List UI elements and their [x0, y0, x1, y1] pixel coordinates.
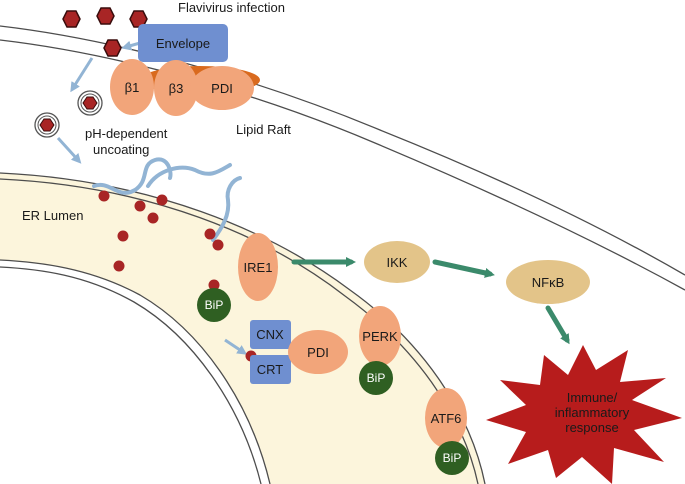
unfolded-protein-dot — [117, 230, 129, 242]
unfolded-protein-dot — [134, 200, 146, 212]
signaling-arrows — [291, 257, 570, 345]
atf6-label: ATF6 — [431, 411, 462, 426]
bip-ire1: BiP — [197, 288, 231, 322]
unfolded-protein-dot — [113, 260, 125, 272]
unfolded-protein-dot — [156, 194, 168, 206]
unfolded-protein-dot — [208, 279, 220, 291]
nfkb-label: NFκB — [532, 275, 565, 290]
entry-arrows — [56, 40, 248, 355]
arrow-nfkb-to-response — [545, 305, 570, 345]
beta1-label: β1 — [125, 80, 140, 95]
bip-ire1-label: BiP — [205, 298, 224, 312]
envelope-pointer-arrow — [121, 40, 141, 51]
ire1: IRE1 — [238, 233, 278, 301]
lipid-raft-label: Lipid Raft — [236, 122, 291, 137]
response-line2: inflammatory — [555, 405, 630, 420]
unfolded-protein-dot — [147, 212, 159, 224]
atf6: ATF6 — [425, 388, 467, 448]
perk: PERK — [359, 306, 401, 366]
envelope-protein: Envelope — [138, 24, 228, 62]
er-lumen-label: ER Lumen — [22, 208, 83, 223]
ikk: IKK — [364, 241, 430, 283]
virus-particle — [103, 39, 122, 57]
integrin-beta3: β3 — [154, 60, 198, 116]
bip-perk-label: BiP — [367, 371, 386, 385]
viral-rna-strands — [92, 157, 242, 242]
uncoating-label: uncoating — [93, 142, 149, 157]
unfolded-protein-dot — [212, 239, 224, 251]
chaperone-arrow — [224, 338, 248, 355]
perk-label: PERK — [362, 329, 398, 344]
pdi-membrane: PDI — [190, 66, 254, 110]
crt-label: CRT — [257, 362, 284, 377]
endosome-right — [77, 90, 103, 116]
ph-dependent-label: pH-dependent — [85, 126, 168, 141]
bip-atf6-label: BiP — [443, 451, 462, 465]
bip-perk: BiP — [359, 361, 393, 395]
uncoating-arrow — [56, 136, 82, 164]
virus-particles — [62, 7, 148, 57]
ikk-label: IKK — [387, 255, 408, 270]
entry-arrow — [70, 57, 94, 93]
beta3-label: β3 — [169, 81, 184, 96]
unfolded-protein-dot — [98, 190, 110, 202]
pdi-er: PDI — [288, 330, 348, 374]
unfolded-proteins — [98, 190, 257, 362]
crt: CRT — [250, 355, 291, 384]
pdi-membrane-label: PDI — [211, 81, 233, 96]
flavivirus-infection-label: Flavivirus infection — [178, 0, 285, 15]
unfolded-protein-dot — [204, 228, 216, 240]
envelope-label: Envelope — [156, 36, 210, 51]
endosome-left — [34, 112, 60, 138]
response-line1: Immune/ — [567, 390, 618, 405]
cnx: CNX — [250, 320, 291, 349]
integrin-beta1: β1 — [110, 59, 154, 115]
virus-particle — [62, 10, 81, 28]
ire1-label: IRE1 — [244, 260, 273, 275]
nfkb: NFκB — [506, 260, 590, 304]
bip-atf6: BiP — [435, 441, 469, 475]
arrow-ikk-to-nfkb — [432, 259, 495, 278]
er-membrane — [0, 172, 486, 484]
response-line3: response — [565, 420, 618, 435]
pdi-er-label: PDI — [307, 345, 329, 360]
virus-particle — [96, 7, 115, 25]
cnx-label: CNX — [256, 327, 284, 342]
immune-response-starburst: Immune/ inflammatory response — [486, 345, 682, 484]
